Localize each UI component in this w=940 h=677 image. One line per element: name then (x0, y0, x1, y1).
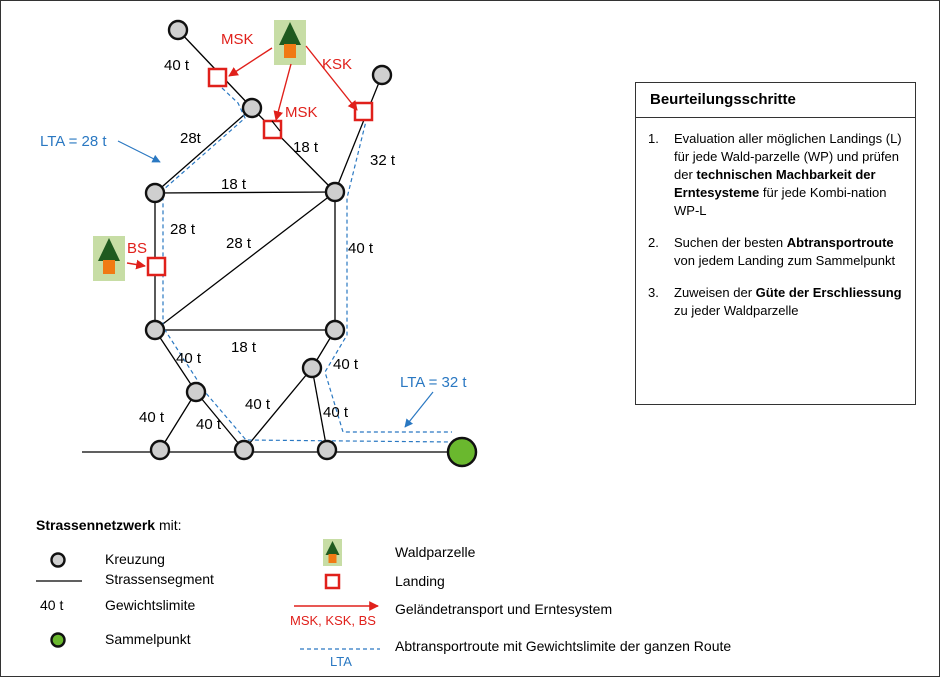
edge-label: 40 t (348, 240, 374, 257)
landing-marker (353, 101, 374, 122)
legend-segment: Strassensegment (105, 571, 214, 587)
intersection-node (324, 181, 346, 203)
transport-routes (162, 87, 453, 443)
intersection-node (144, 319, 166, 341)
legend-landing-icon (324, 573, 341, 590)
intersection-node (241, 97, 263, 119)
road-segment (159, 391, 197, 451)
legend-arrow-sample: MSK, KSK, BS (290, 613, 376, 628)
steps-list: 1. Evaluation aller möglichen Landings (… (636, 118, 915, 320)
landings (146, 67, 374, 277)
lta-label: LTA = 28 t (40, 133, 107, 150)
edge-label: 40 t (164, 57, 190, 74)
intersection-node (167, 19, 189, 41)
transport-arrow (305, 45, 358, 111)
legend-heading: Strassennetzwerk mit: (36, 517, 182, 533)
route-lta-32 (324, 116, 452, 433)
road-segment (311, 367, 328, 451)
intersection-node (144, 182, 166, 204)
legend: Strassennetzwerk mit: Kreuzung Strassens… (36, 517, 731, 669)
edge-label: 40 t (333, 356, 359, 373)
edge-label: 40 t (196, 416, 222, 433)
legend-lta-desc: Abtransportroute mit Gewichtslimite der … (395, 638, 731, 654)
road-segment (243, 367, 313, 451)
intersection-node (233, 439, 255, 461)
edge-labels: 40 t 28t 18 t 32 t 18 t 28 t 28 t 40 t 1… (139, 57, 396, 433)
harvest-label: MSK (221, 31, 254, 48)
collection-point (446, 436, 478, 468)
legend-waldparzelle: Waldparzelle (395, 544, 476, 560)
legend-arrow-desc: Geländetransport und Erntesystem (395, 601, 612, 617)
legend-landing: Landing (395, 573, 445, 589)
edge-label: 32 t (370, 152, 396, 169)
harvest-system-labels: MSK MSK KSK BS (127, 31, 352, 257)
intersection-node (185, 381, 207, 403)
step-number: 3. (648, 285, 659, 300)
intersections (144, 19, 393, 461)
edge-label: 40 t (139, 409, 165, 426)
assessment-steps-panel: Beurteilungsschritte 1. Evaluation aller… (635, 82, 916, 405)
step-text: Suchen der besten Abtransportroute von j… (674, 235, 896, 268)
transport-arrow (126, 259, 146, 270)
edge-label: 18 t (293, 139, 319, 156)
legend-sammelpunkt: Sammelpunkt (105, 631, 191, 647)
legend-weight-sample: 40 t (40, 597, 63, 613)
edge-label: 28t (180, 130, 202, 147)
harvest-label: MSK (285, 104, 318, 121)
landing-marker (146, 256, 167, 277)
intersection-node (301, 357, 323, 379)
lta-pointer-arrow (404, 391, 434, 428)
edge-label: 28 t (226, 235, 252, 252)
legend-forest-icon (323, 539, 342, 566)
terrain-transport-arrows (126, 45, 358, 270)
lta-pointer-arrow (117, 140, 161, 163)
harvest-label: BS (127, 240, 147, 257)
step-number: 1. (648, 131, 659, 146)
panel-title: Beurteilungsschritte (636, 83, 915, 118)
edge-label: 18 t (221, 176, 247, 193)
step-item: 2. Suchen der besten Abtransportroute vo… (648, 234, 905, 270)
transport-arrow (228, 47, 273, 77)
legend-collection-icon (50, 632, 66, 648)
harvest-label: KSK (322, 56, 352, 73)
road-segment (154, 191, 336, 331)
edge-label: 40 t (245, 396, 271, 413)
step-text: Zuweisen der Güte der Erschliessung zu j… (674, 285, 902, 318)
step-text: Evaluation aller möglichen Landings (L) … (674, 131, 902, 218)
legend-weight: Gewichtslimite (105, 597, 195, 613)
road-segment (154, 107, 253, 194)
road-segment (195, 391, 245, 451)
edge-label: 40 t (323, 404, 349, 421)
edge-label: 28 t (170, 221, 196, 238)
forest-parcel (274, 20, 306, 65)
step-number: 2. (648, 235, 659, 250)
intersection-node (316, 439, 338, 461)
road-segments (82, 29, 462, 453)
transport-arrow (273, 63, 292, 121)
route-lta-28 (162, 87, 453, 443)
legend-intersection-icon (50, 552, 66, 568)
landing-marker (207, 67, 228, 88)
legend-lta-sample: LTA (330, 654, 352, 669)
forest-parcel (93, 236, 125, 281)
step-item: 1. Evaluation aller möglichen Landings (… (648, 130, 905, 220)
intersection-node (324, 319, 346, 341)
edge-label: 18 t (231, 339, 257, 356)
intersection-node (149, 439, 171, 461)
road-segment (154, 329, 197, 393)
road-segment (334, 74, 383, 193)
legend-kreuzung: Kreuzung (105, 551, 165, 567)
road-segment (154, 191, 336, 194)
edge-label: 40 t (176, 350, 202, 367)
intersection-node (371, 64, 393, 86)
lta-label: LTA = 32 t (400, 374, 467, 391)
step-item: 3. Zuweisen der Güte der Erschliessung z… (648, 284, 905, 320)
